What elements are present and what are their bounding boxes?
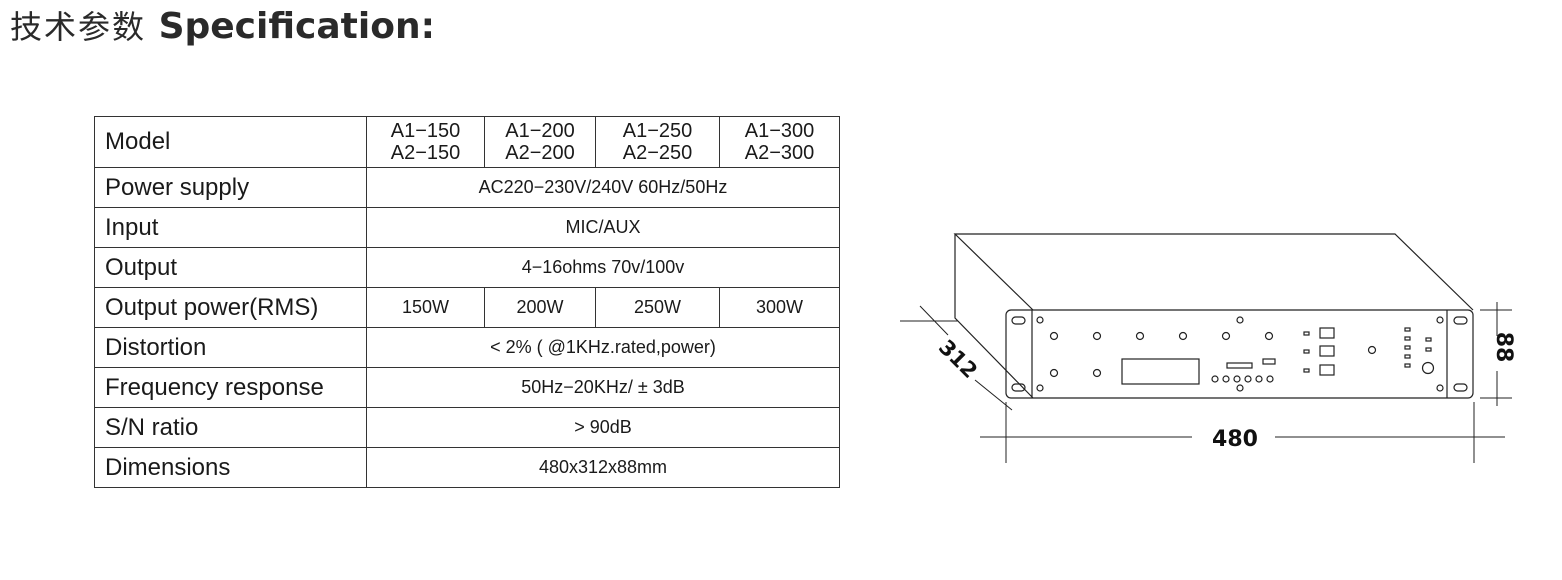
indicator — [1404, 336, 1411, 341]
value-sn-ratio: > 90dB — [366, 407, 840, 448]
model-name: A1−300 — [744, 120, 815, 142]
rack-slot — [1011, 316, 1026, 325]
power-switch — [1421, 361, 1435, 375]
screw — [1436, 316, 1444, 324]
knob — [1049, 368, 1059, 378]
usb-slot — [1262, 358, 1276, 365]
value-power-supply: AC220−230V/240V 60Hz/50Hz — [366, 167, 840, 208]
value-output-power: 300W — [719, 287, 840, 328]
row-label-power-supply: Power supply — [94, 167, 367, 208]
selector-button — [1319, 364, 1335, 376]
media-button — [1266, 375, 1274, 383]
display-window — [1121, 358, 1200, 385]
indicator — [1303, 368, 1310, 373]
knob — [1092, 331, 1102, 341]
table-row-frequency-response: Frequency response 50Hz−20KHz/ ± 3dB — [94, 367, 840, 408]
screw — [1236, 384, 1244, 392]
table-row-dimensions: Dimensions 480x312x88mm — [94, 447, 840, 488]
model-name: A1−250 — [622, 120, 693, 142]
amplifier-dimension-drawing: 480 88 312 — [900, 233, 1516, 463]
value-input: MIC/AUX — [366, 207, 840, 248]
knob — [1049, 331, 1059, 341]
screw — [1036, 316, 1044, 324]
dimension-line — [919, 305, 949, 336]
dimension-line — [974, 379, 1013, 411]
value-output: 4−16ohms 70v/100v — [366, 247, 840, 288]
value-output-power: 150W — [366, 287, 485, 328]
indicator — [1404, 345, 1411, 350]
knob — [1178, 331, 1188, 341]
media-button — [1244, 375, 1252, 383]
value-distortion: < 2% ( @1KHz.rated,power) — [366, 327, 840, 368]
table-row-distortion: Distortion < 2% ( @1KHz.rated,power) — [94, 327, 840, 368]
model-name: A1−150 — [390, 120, 461, 142]
chassis-outline — [953, 233, 1474, 311]
table-row-output: Output 4−16ohms 70v/100v — [94, 247, 840, 288]
model-name: A2−300 — [744, 142, 815, 164]
rack-slot — [1011, 383, 1026, 392]
media-button — [1255, 375, 1263, 383]
row-label-output-power: Output power(RMS) — [94, 287, 367, 328]
indicator — [1425, 337, 1432, 342]
screw — [1236, 316, 1244, 324]
row-label-input: Input — [94, 207, 367, 248]
rack-slot — [1453, 316, 1468, 325]
selector-button — [1319, 345, 1335, 357]
knob — [1264, 331, 1274, 341]
usb-slot — [1226, 362, 1253, 369]
knob — [1092, 368, 1102, 378]
width-label: 480 — [1212, 427, 1258, 452]
table-row-output-power: Output power(RMS) 150W 200W 250W 300W — [94, 287, 840, 328]
knob — [1135, 331, 1145, 341]
indicator — [1425, 347, 1432, 352]
chassis-side-edge — [954, 234, 1034, 399]
page-title-en: Specification: — [158, 6, 435, 47]
row-label-sn-ratio: S/N ratio — [94, 407, 367, 448]
rack-slot — [1453, 383, 1468, 392]
indicator — [1303, 349, 1310, 354]
media-button — [1233, 375, 1241, 383]
value-frequency-response: 50Hz−20KHz/ ± 3dB — [366, 367, 840, 408]
selector-button — [1319, 327, 1335, 339]
screw — [1036, 384, 1044, 392]
table-row-power-supply: Power supply AC220−230V/240V 60Hz/50Hz — [94, 167, 840, 208]
model-name: A2−200 — [505, 142, 575, 164]
indicator — [1404, 327, 1411, 332]
value-dimensions: 480x312x88mm — [366, 447, 840, 488]
value-output-power: 250W — [595, 287, 720, 328]
page-title: 技术参数 Specification: — [10, 2, 435, 52]
table-row-sn-ratio: S/N ratio > 90dB — [94, 407, 840, 448]
page-title-cn: 技术参数 — [10, 8, 147, 46]
front-panel — [1005, 309, 1474, 399]
value-output-power: 200W — [484, 287, 596, 328]
model-name: A2−250 — [622, 142, 693, 164]
model-name: A1−200 — [505, 120, 575, 142]
indicator — [1404, 363, 1411, 368]
knob — [1221, 331, 1231, 341]
media-button — [1211, 375, 1219, 383]
depth-label: 312 — [934, 335, 982, 383]
row-label-distortion: Distortion — [94, 327, 367, 368]
knob — [1367, 345, 1377, 355]
table-row-input: Input MIC/AUX — [94, 207, 840, 248]
height-label: 88 — [1491, 332, 1516, 363]
indicator — [1404, 354, 1411, 359]
screw — [1436, 384, 1444, 392]
row-label-model: Model — [94, 116, 367, 168]
model-name: A2−150 — [390, 142, 461, 164]
media-button — [1222, 375, 1230, 383]
row-label-output: Output — [94, 247, 367, 288]
row-label-dimensions: Dimensions — [94, 447, 367, 488]
indicator — [1303, 331, 1310, 336]
row-label-frequency-response: Frequency response — [94, 367, 367, 408]
